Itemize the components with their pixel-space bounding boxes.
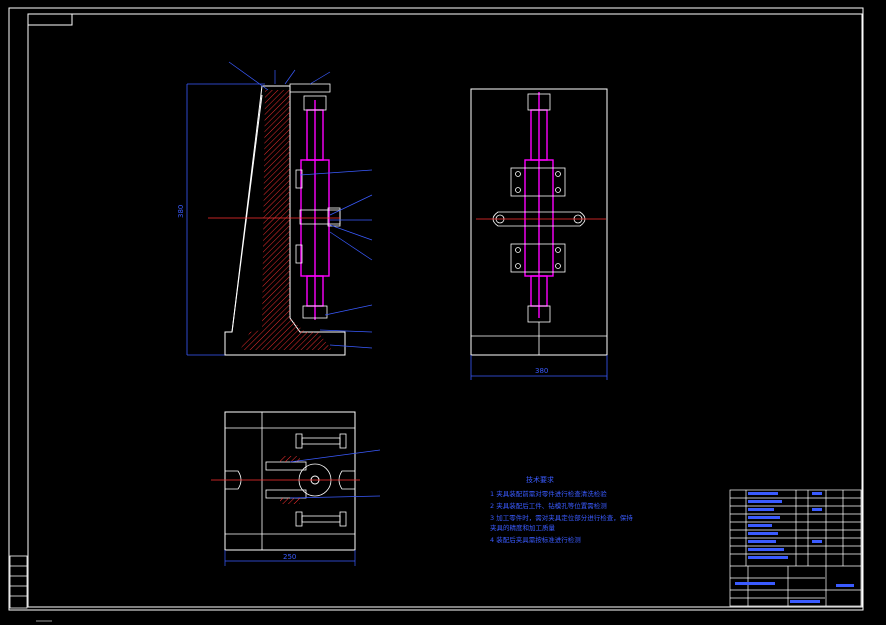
left-side-stamp	[9, 555, 28, 609]
side-width-label: 380	[535, 367, 548, 375]
front-height-label: 380	[177, 205, 185, 218]
notes-item-4: 夹具的精度和加工质量	[490, 523, 556, 532]
drawing-frame	[8, 7, 864, 611]
top-width-label: 250	[283, 553, 296, 561]
front-view: 380	[177, 61, 373, 356]
side-width-dimension	[470, 355, 608, 380]
top-view: 250	[211, 411, 381, 566]
notes-heading: 技术要求	[526, 475, 554, 484]
title-block	[729, 489, 862, 607]
front-leaders	[228, 61, 373, 349]
technical-notes: 技术要求 1 夹具装配前需对零件进行检查清洗检验 2 夹具装配后工件、钻模孔等位…	[490, 475, 633, 544]
workpiece-side	[524, 92, 554, 318]
front-height-dimension	[186, 83, 265, 356]
notes-item-2: 2 夹具装配后工件、钻模孔等位置需检测	[490, 501, 607, 510]
notes-item-3: 3 加工零件时，需对夹具定位部分进行检查，保持	[490, 513, 633, 522]
notes-item-1: 1 夹具装配前需对零件进行检查清洗检验	[490, 489, 607, 498]
notes-item-5: 4 装配后夹具需按标准进行检测	[490, 535, 581, 544]
title-block-fill	[735, 492, 854, 603]
side-view: 380	[470, 88, 608, 380]
